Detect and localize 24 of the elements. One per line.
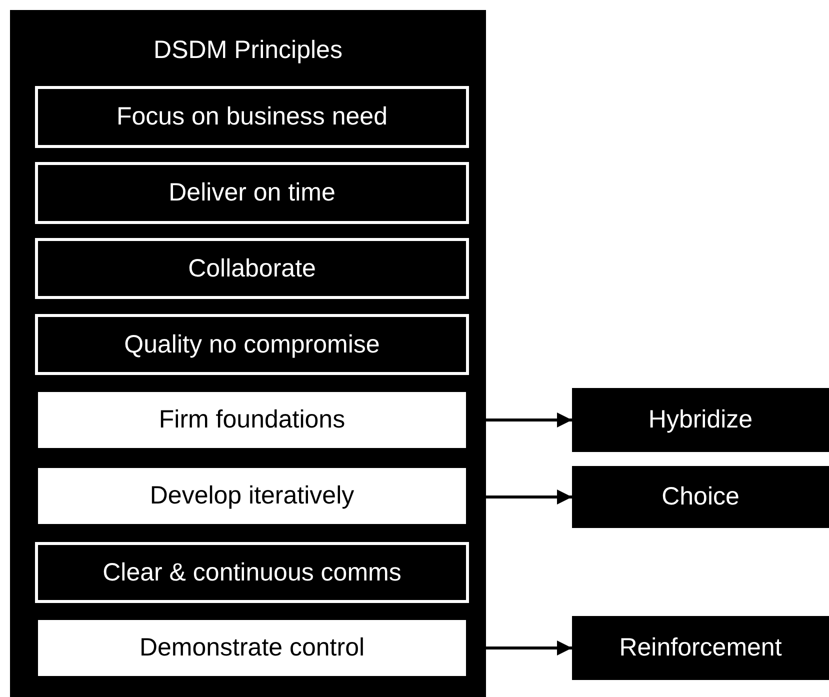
box-label: Choice [660, 482, 740, 512]
panel-title: DSDM Principles [152, 36, 344, 65]
box-label: Reinforcement [618, 634, 783, 662]
box-label: Clear & continuous comms [102, 558, 402, 587]
box-label: Demonstrate control [138, 634, 366, 662]
principle-box [35, 238, 469, 299]
principle-box [38, 468, 466, 524]
principle-box [35, 542, 469, 603]
principle-box [38, 620, 466, 676]
box-label: Focus on business need [115, 102, 388, 132]
principle-box [35, 162, 469, 224]
principle-box [35, 86, 469, 148]
box-label: Hybridize [647, 406, 754, 434]
box-label: Firm foundations [158, 406, 346, 434]
box-label: Deliver on time [168, 178, 336, 208]
outcome-box [572, 388, 829, 452]
principles-panel [10, 10, 486, 697]
box-label: Collaborate [187, 254, 317, 283]
box-label: Develop iteratively [148, 482, 356, 510]
principle-box [38, 392, 466, 448]
box-label: Quality no compromise [123, 330, 381, 359]
outcome-box [572, 616, 829, 680]
outcome-box [572, 466, 829, 528]
principle-box [35, 314, 469, 375]
